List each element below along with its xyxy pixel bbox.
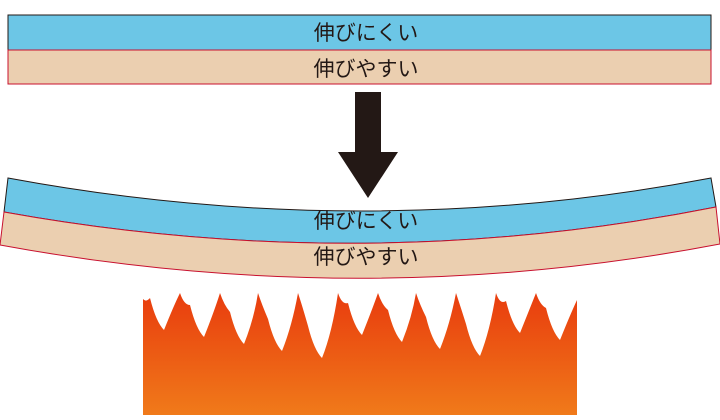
straight-upper-label: 伸びにくい: [314, 21, 419, 45]
straight-high-expansion-layer: [7, 49, 712, 85]
bent-lower-label: 伸びやすい: [314, 245, 419, 269]
flame-icon: [143, 285, 577, 415]
straight-lower-label: 伸びやすい: [314, 57, 419, 81]
bent-upper-label: 伸びにくい: [314, 209, 419, 233]
straight-bimetal-strip: 伸びにくい 伸びやすい: [7, 14, 712, 85]
flame-gaps: [143, 285, 577, 358]
down-arrow-icon: [338, 92, 398, 198]
bent-high-expansion-layer: [0, 206, 720, 279]
straight-low-expansion-layer: [7, 14, 712, 51]
bent-bimetal-strip: 伸びにくい 伸びやすい: [0, 177, 720, 279]
